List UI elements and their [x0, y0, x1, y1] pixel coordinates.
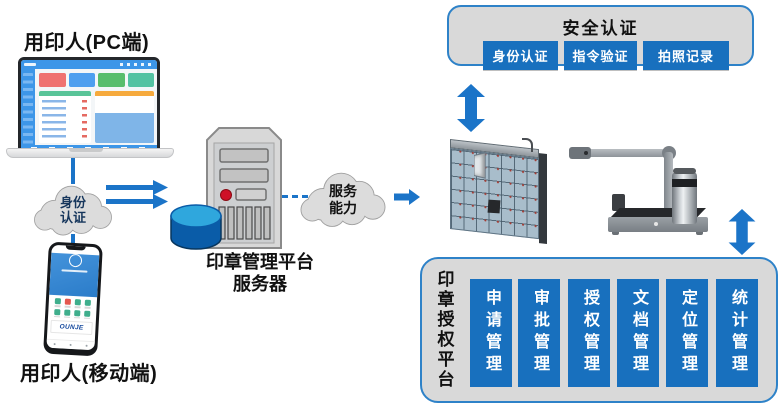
security-item-command: 指令验证: [564, 41, 637, 70]
app-icon: [63, 298, 73, 307]
authorization-platform-panel: 印章授权平台 申请管理 审批管理 授权管理 文档管理 定位管理 统计管理: [420, 257, 778, 403]
pc-user-label: 用印人(PC端): [24, 32, 150, 54]
database-icon: [170, 204, 222, 250]
dashboard-stat-cards: [39, 73, 154, 87]
module-document: 文档管理: [617, 279, 659, 387]
security-panel: 安全认证 身份认证 指令验证 拍照记录: [447, 5, 754, 70]
request-arrow-icon: [106, 180, 168, 195]
server-label: 印章管理平台 服务器: [180, 251, 340, 295]
cloud-to-phone-line: [71, 234, 75, 248]
service-cloud-text-line2: 能力: [329, 200, 357, 216]
server-label-line2: 服务器: [233, 274, 287, 294]
machine-arm: [584, 149, 666, 157]
app-icon: [73, 299, 83, 308]
phone-app-grid: [48, 295, 97, 320]
app-icon: [62, 309, 72, 318]
seal-cabinet-image: [448, 136, 550, 252]
module-authorization: 授权管理: [568, 279, 610, 387]
machine-arm-column: [664, 152, 673, 216]
cloud-icon: [300, 172, 386, 227]
cloud-icon: [34, 185, 112, 236]
cabinet-hook: [522, 138, 533, 152]
identity-cloud-shape: 身份 认证: [28, 180, 118, 238]
app-icon: [53, 298, 63, 307]
authorization-platform-title: 印章授权平台: [434, 270, 454, 390]
module-location: 定位管理: [666, 279, 708, 387]
right-arrow-icon: [394, 189, 420, 205]
machine-logo-dot: [654, 222, 658, 226]
identity-cloud-text-line2: 认证: [59, 210, 86, 225]
up-down-arrow-icon: [457, 84, 485, 132]
security-item-photo: 拍照记录: [643, 41, 729, 70]
module-approval: 审批管理: [518, 279, 560, 387]
mobile-user-label: 用印人(移动端): [20, 363, 158, 385]
app-icon: [52, 308, 62, 317]
dashboard-main: [35, 69, 157, 151]
laptop-to-cloud-line: [71, 158, 75, 184]
phone-notch: [65, 245, 86, 251]
phone-app-header: [49, 252, 100, 298]
smartphone-image: OUNJE: [43, 241, 103, 357]
server-tower-icon: [206, 127, 282, 249]
dashboard-topbar: [21, 60, 157, 69]
phone-app-logo-icon: [68, 253, 82, 268]
app-icon: [82, 310, 92, 319]
phone-brand-banner: OUNJE: [50, 319, 93, 336]
server-to-cloud-dash: [282, 195, 308, 198]
module-statistics: 统计管理: [716, 279, 758, 387]
phone-nav-bar: [46, 338, 95, 351]
service-cloud-text-line1: 服务: [329, 183, 357, 199]
server-label-line1: 印章管理平台: [206, 252, 314, 272]
cabinet-side: [539, 153, 547, 245]
app-icon: [72, 309, 82, 318]
seal-machine-image: [566, 142, 708, 244]
cabinet-open-slot: [487, 199, 501, 214]
cabinet-open-door: [474, 152, 486, 179]
up-down-arrow-icon: [728, 209, 756, 255]
laptop-base: [6, 148, 174, 158]
service-cloud-shape: 服务 能力: [296, 163, 390, 233]
machine-bracket: [612, 194, 625, 211]
machine-foot: [612, 232, 619, 235]
module-application: 申请管理: [470, 279, 512, 387]
laptop-image: [6, 57, 174, 158]
dashboard-sidebar: [21, 69, 35, 151]
machine-base-top: [610, 208, 706, 218]
machine-foot: [696, 232, 703, 235]
dashboard-list-panel: [39, 91, 91, 143]
app-icon: [83, 300, 93, 309]
security-item-identity: 身份认证: [483, 41, 558, 70]
dashboard-detail-panel: [95, 91, 154, 143]
identity-cloud-text-line1: 身份: [59, 195, 86, 210]
laptop-screen: [18, 57, 160, 154]
machine-camera-head: [569, 147, 591, 159]
security-panel-title: 安全认证: [562, 19, 639, 38]
request-arrow-icon: [106, 194, 168, 209]
seal-cylinder: [672, 168, 697, 224]
cabinet-compartment-grid: [450, 148, 539, 240]
